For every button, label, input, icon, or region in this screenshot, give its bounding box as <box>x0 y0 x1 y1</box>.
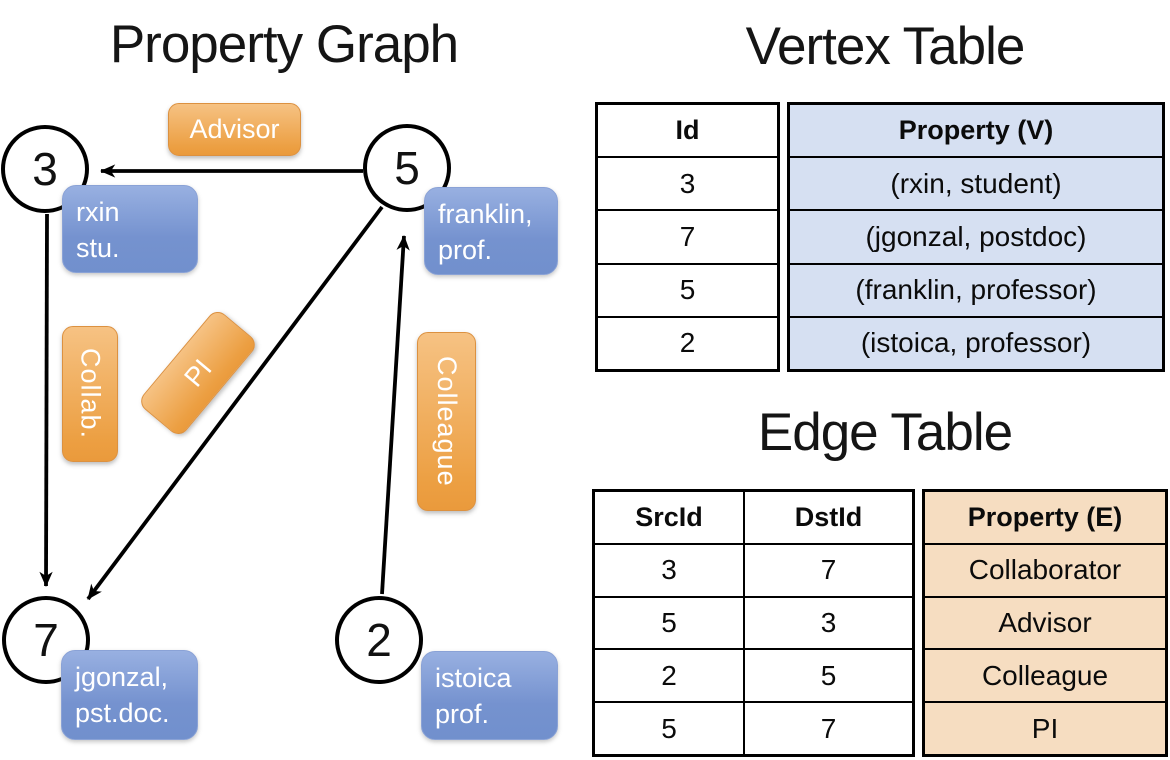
vertex-property-box-rxin: rxin stu. <box>62 185 198 273</box>
edge-srcid-cell: 5 <box>595 703 745 754</box>
edge-srcid-cell: 3 <box>595 544 745 596</box>
table-row: Advisor <box>925 598 1165 651</box>
edge-dstid-cell: 5 <box>820 659 837 691</box>
table-row: 3 7 <box>595 544 912 598</box>
edge-property-cell: Collaborator <box>968 554 1122 586</box>
table-column-gap <box>780 102 787 372</box>
table-row: 5 7 <box>595 703 912 754</box>
vertex-id-cell: 7 <box>679 221 696 252</box>
edge-table: SrcId DstId 3 7 5 3 2 5 5 7 Propert <box>592 489 1168 757</box>
table-row: (rxin, student) <box>790 158 1162 212</box>
vertex-property-line: prof. <box>438 234 493 265</box>
edge-pi-line <box>86 205 384 601</box>
table-row: (franklin, professor) <box>790 265 1162 318</box>
vertex-node-7-id: 7 <box>33 614 59 666</box>
table-row: 2 <box>598 318 777 369</box>
edge-property-cell: Advisor <box>998 606 1092 638</box>
vertex-table-id-header: Id <box>675 115 700 146</box>
vertex-property-cell: (rxin, student) <box>890 167 1062 199</box>
vertex-property-line: stu. <box>76 232 120 263</box>
vertex-property-line: franklin, <box>438 199 533 229</box>
vertex-table-id-column: Id 3 7 5 2 <box>595 102 780 372</box>
vertex-id-cell: 5 <box>679 274 696 306</box>
edge-dstid-cell: 3 <box>820 606 837 638</box>
edge-table-dstid-header: DstId <box>794 501 863 532</box>
table-row: (istoica, professor) <box>790 318 1162 369</box>
edge-table-title: Edge Table <box>757 403 1013 462</box>
edge-label-advisor: Advisor <box>168 103 301 156</box>
vertex-node-2: 2 <box>335 596 423 684</box>
table-header-row: SrcId DstId <box>595 492 912 545</box>
property-graph-title: Property Graph <box>109 15 459 74</box>
table-row: 5 3 <box>595 597 912 651</box>
vertex-table-property-column: Property (V) (rxin, student) (jgonzal, p… <box>787 102 1165 372</box>
edge-table-property-column: Property (E) Collaborator Advisor Collea… <box>922 489 1168 757</box>
vertex-id-cell: 3 <box>679 167 696 199</box>
vertex-node-5: 5 <box>363 124 451 212</box>
vertex-node-3-id: 3 <box>32 143 58 195</box>
edge-srcid-cell: 5 <box>595 597 745 649</box>
vertex-property-line: rxin <box>76 197 120 227</box>
vertex-property-line: istoica <box>435 663 512 693</box>
vertex-id-cell: 2 <box>679 327 696 359</box>
edge-dstid-cell: 7 <box>820 554 837 586</box>
vertex-property-cell: (franklin, professor) <box>855 274 1097 306</box>
vertex-property-line: pst.doc. <box>75 697 170 728</box>
vertex-property-line: jgonzal, <box>75 662 169 692</box>
table-row: PI <box>925 703 1165 754</box>
vertex-table-title: Vertex Table <box>745 17 1026 76</box>
edge-label-colleague: Colleague <box>417 332 476 511</box>
edge-property-cell: PI <box>1031 712 1059 744</box>
edge-table-property-header: Property (E) <box>967 501 1123 532</box>
table-row: 5 <box>598 265 777 318</box>
graph-edges <box>39 164 410 601</box>
table-row: (jgonzal, postdoc) <box>790 211 1162 265</box>
table-header-row: Id <box>598 105 777 159</box>
table-row: Colleague <box>925 650 1165 704</box>
edge-dstid-cell: 7 <box>820 712 837 744</box>
table-row: 7 <box>598 211 777 265</box>
table-row: 2 5 <box>595 650 912 704</box>
table-header-row: Property (V) <box>790 105 1162 159</box>
vertex-node-2-id: 2 <box>366 614 392 666</box>
vertex-table: Id 3 7 5 2 Property (V) (rxin, student) <box>595 102 1165 372</box>
vertex-property-cell: (jgonzal, postdoc) <box>865 221 1087 252</box>
table-row: Collaborator <box>925 545 1165 598</box>
vertex-property-box-jgonzal: jgonzal, pst.doc. <box>61 650 198 740</box>
edge-collaborator-line <box>39 213 53 587</box>
vertex-property-line: prof. <box>435 698 490 729</box>
table-row: 3 <box>598 158 777 212</box>
edge-table-srcid-header: SrcId <box>595 492 745 543</box>
vertex-property-cell: (istoica, professor) <box>860 327 1092 359</box>
vertex-property-box-istoica: istoica prof. <box>421 651 558 740</box>
vertex-node-5-id: 5 <box>394 142 420 194</box>
table-column-gap <box>915 489 922 757</box>
edge-table-id-columns: SrcId DstId 3 7 5 3 2 5 5 7 <box>592 489 915 757</box>
edge-srcid-cell: 2 <box>595 650 745 702</box>
edge-label-collab: Collab. <box>62 326 118 462</box>
vertex-property-box-franklin: franklin, prof. <box>424 187 558 275</box>
vertex-table-property-header: Property (V) <box>898 115 1054 146</box>
table-header-row: Property (E) <box>925 492 1165 545</box>
edge-property-cell: Colleague <box>981 659 1109 691</box>
edge-colleague-line <box>380 235 410 595</box>
